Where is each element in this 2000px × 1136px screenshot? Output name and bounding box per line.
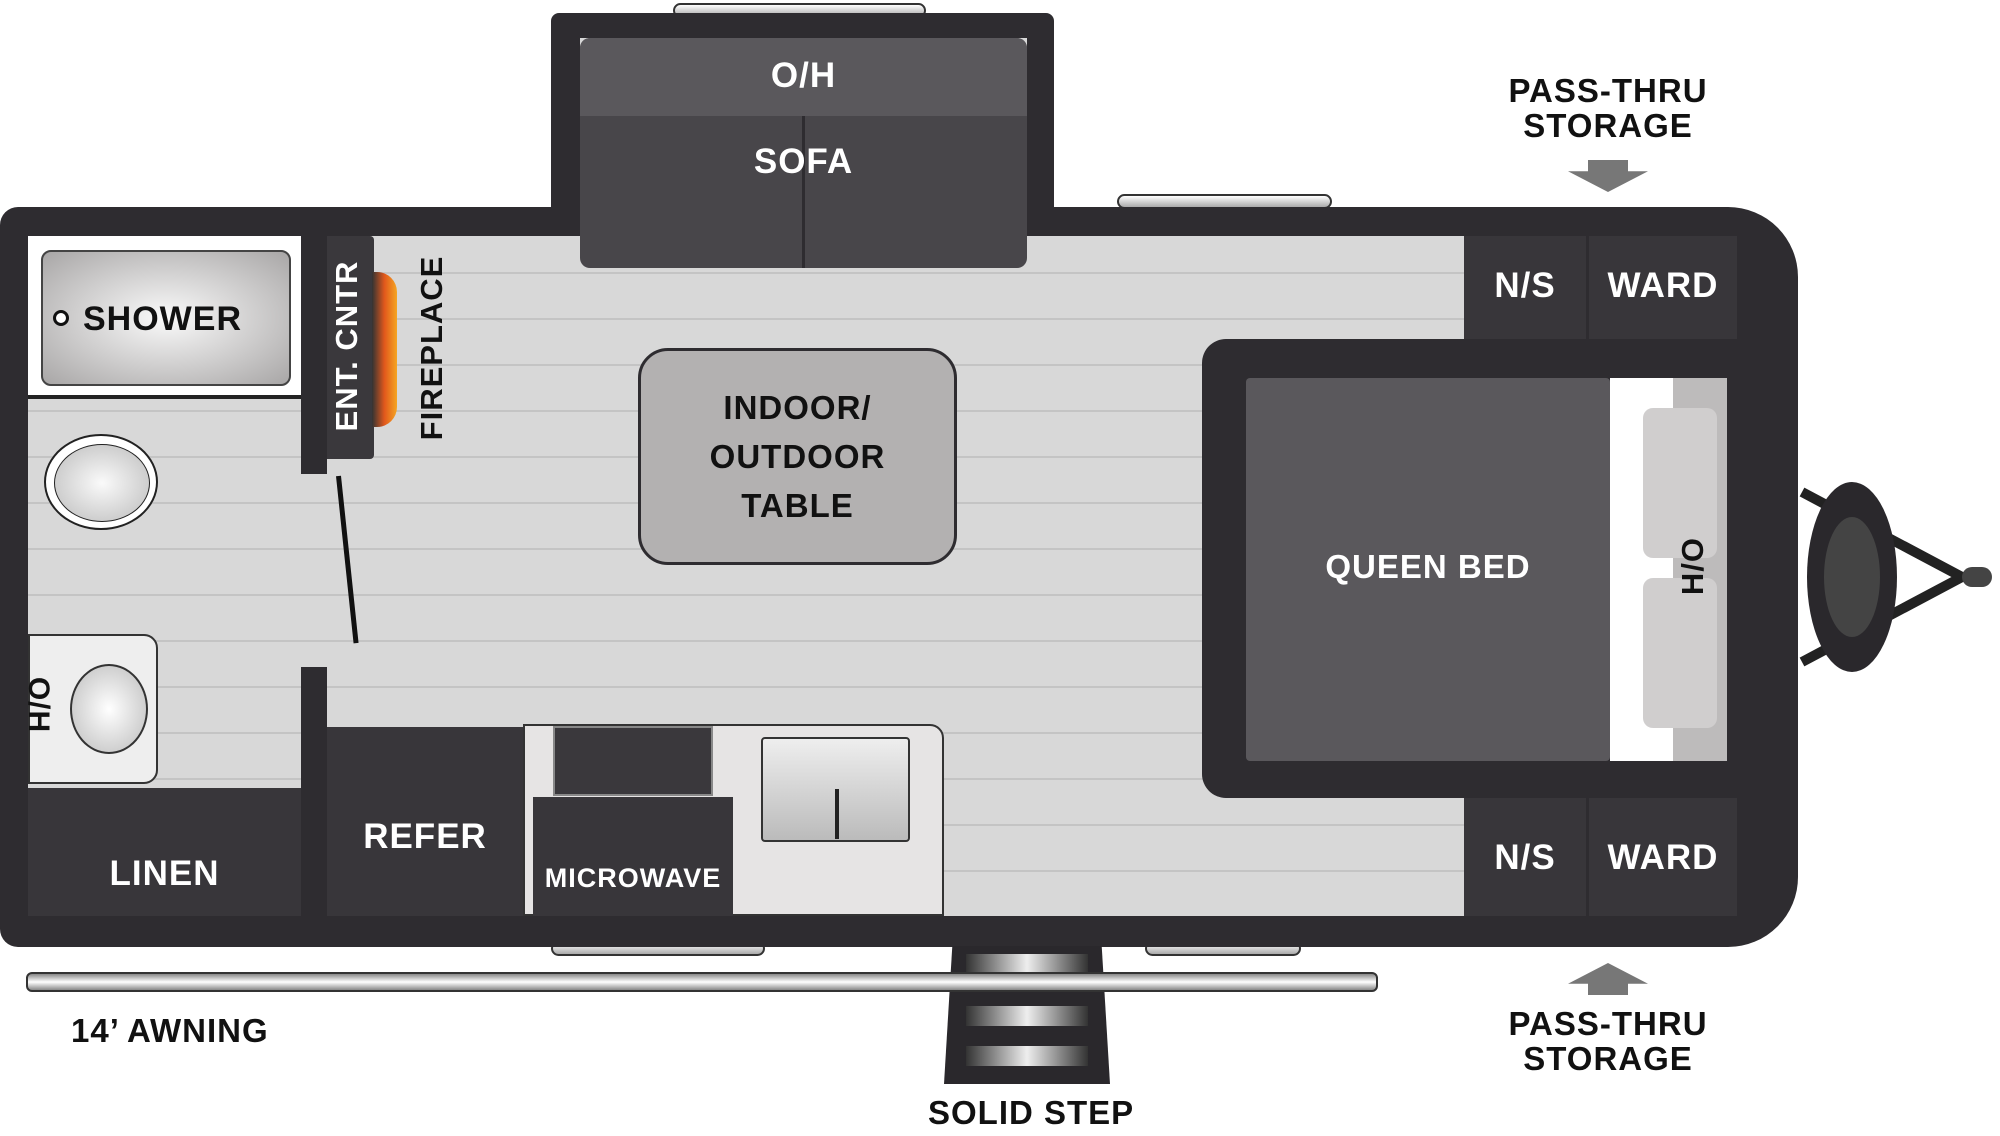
fireplace-icon	[372, 272, 397, 427]
arrow-down-icon	[1568, 160, 1648, 192]
drain-icon	[53, 310, 69, 326]
fireplace-label: FIREPLACE	[414, 255, 449, 441]
awning-label: 14’ AWNING	[71, 1012, 269, 1049]
queen-bed-label: QUEEN BED	[1325, 548, 1531, 585]
indoor-outdoor-table: INDOOR/ OUTDOOR TABLE	[638, 348, 957, 565]
wardrobe-bottom: WARD	[1589, 798, 1737, 916]
shower-label: SHOWER	[83, 300, 242, 338]
hitch-jack	[1792, 472, 1996, 682]
pass-thru-top-label-2: STORAGE	[1523, 107, 1693, 144]
bath-sink-cabinet: O/H	[22, 634, 158, 784]
pass-thru-bottom-label-2: STORAGE	[1523, 1040, 1693, 1077]
entertainment-center: ENT. CNTR	[327, 236, 374, 459]
sofa-label: SOFA	[753, 142, 854, 181]
pillow	[1643, 578, 1717, 728]
refer-label: REFER	[363, 817, 487, 856]
stove	[553, 726, 713, 796]
nightstand-bottom: N/S	[1464, 798, 1586, 916]
queen-bed: QUEEN BED H/O	[1202, 339, 1737, 798]
bath-overhead-label: O/H	[22, 676, 56, 734]
pass-thru-bottom-label-1: PASS-THRU	[1508, 1005, 1708, 1042]
table-label-2: OUTDOOR	[709, 438, 886, 475]
bed-overhead: H/O	[1643, 378, 1727, 761]
kitchen-sink	[761, 737, 910, 842]
arrow-up-icon	[1568, 963, 1648, 995]
ns-bottom-label: N/S	[1494, 838, 1556, 877]
faucet-icon	[835, 789, 839, 839]
refrigerator: REFER	[327, 727, 523, 916]
bath-wall-top	[301, 236, 327, 474]
microwave: MICROWAVE	[533, 797, 733, 916]
linen-label: LINEN	[109, 854, 220, 893]
mattress: QUEEN BED	[1246, 378, 1610, 761]
linen-cabinet: LINEN	[28, 788, 301, 916]
shower: SHOWER	[28, 236, 301, 399]
ward-top-label: WARD	[1607, 266, 1719, 305]
ns-top-label: N/S	[1494, 266, 1556, 305]
awning-bar	[26, 972, 1378, 992]
bath-wall-bottom	[301, 667, 327, 916]
pillow	[1643, 408, 1717, 558]
wardrobe-top: WARD	[1589, 236, 1737, 339]
sink-basin	[70, 664, 148, 754]
pass-thru-top-label-1: PASS-THRU	[1508, 72, 1708, 109]
ward-bottom-label: WARD	[1607, 838, 1719, 877]
ent-cntr-label: ENT. CNTR	[329, 260, 364, 432]
sofa: O/H SOFA	[580, 38, 1027, 268]
microwave-label: MICROWAVE	[544, 863, 722, 893]
solid-step-label: SOLID STEP	[928, 1094, 1135, 1131]
bed-overhead-label: H/O	[1675, 536, 1710, 596]
sofa-overhead-label: O/H	[770, 56, 837, 95]
table-label-3: TABLE	[741, 487, 854, 524]
nightstand-top: N/S	[1464, 236, 1586, 339]
toilet	[44, 434, 158, 530]
entry-steps	[944, 946, 1110, 1084]
table-label-1: INDOOR/	[723, 389, 872, 426]
